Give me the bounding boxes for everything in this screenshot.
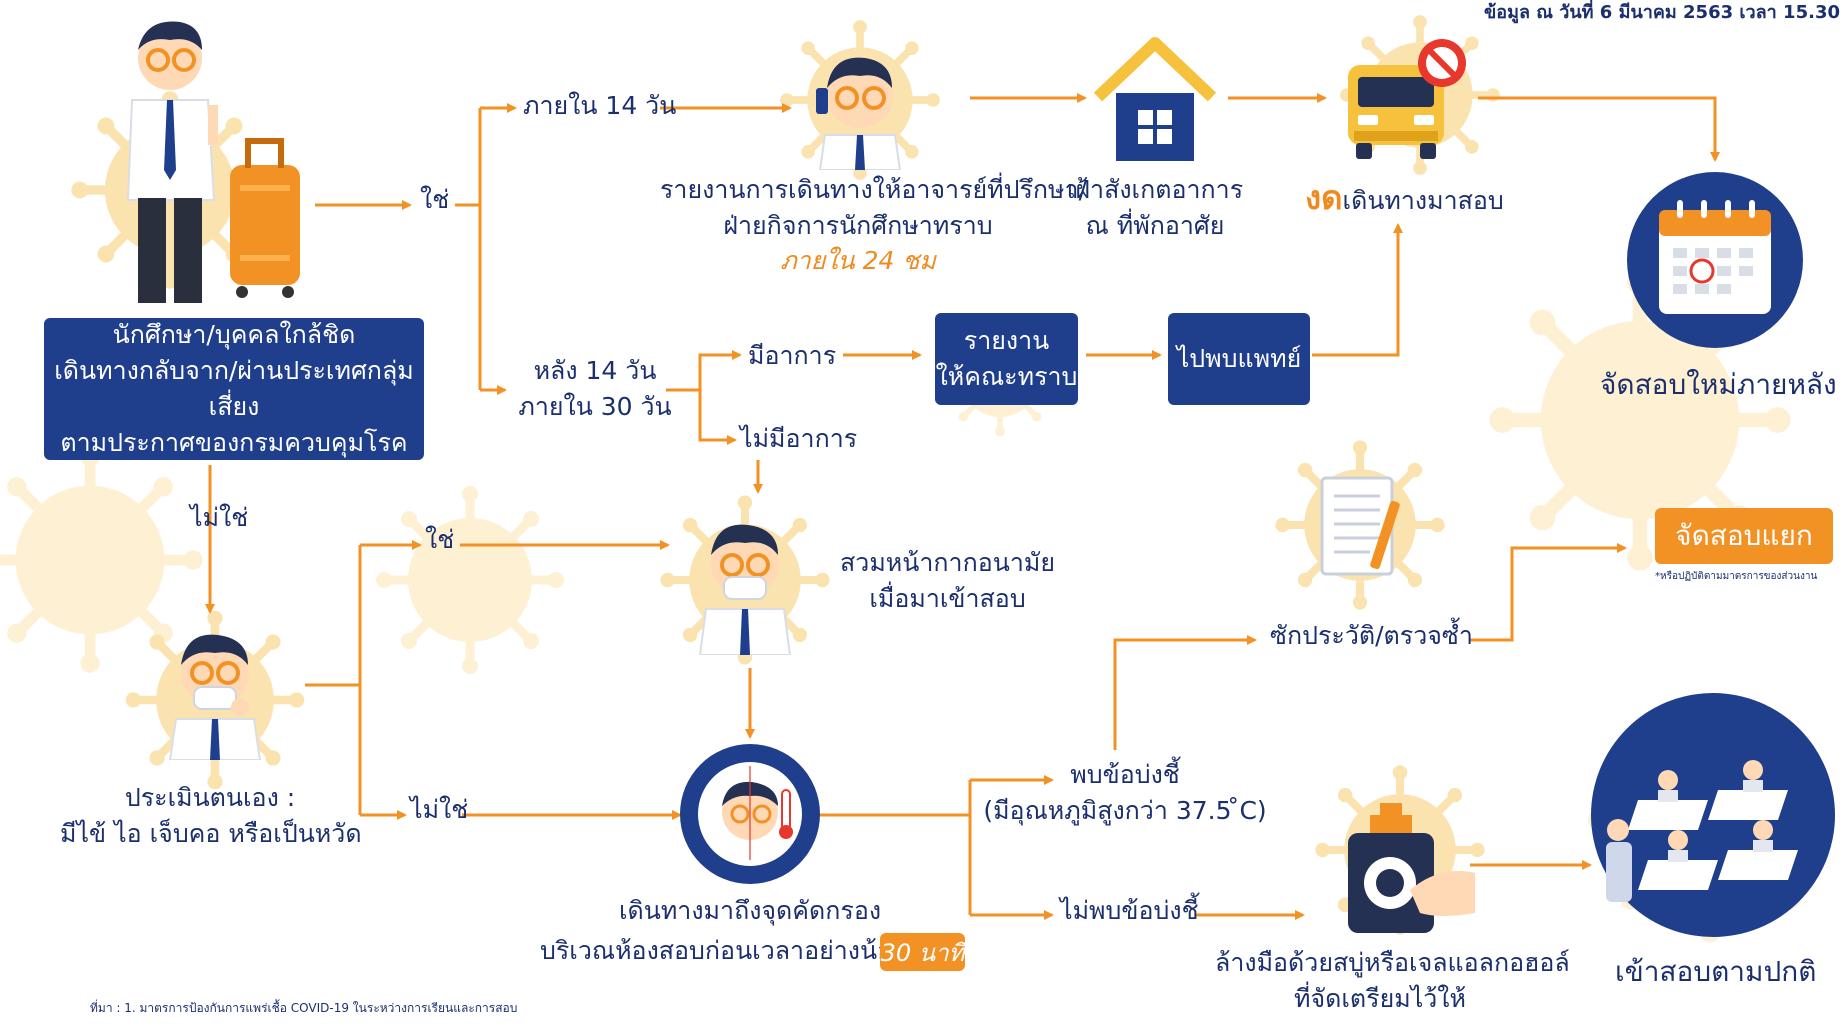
mask-line-2: เมื่อมาเข้าสอบ (869, 583, 1026, 613)
see-doctor-label: ไปพบแพทย์ (1176, 343, 1302, 373)
start-box: นักศึกษา/บุคคลใกล้ชิด เดินทางกลับจาก/ผ่า… (44, 318, 424, 460)
bus-no-entry-icon (1348, 39, 1466, 159)
reschedule-label: จัดสอบใหม่ภายหลัง (1600, 368, 1837, 401)
no-travel-text: งดเดินทางมาสอบ (1305, 175, 1504, 222)
self-assess-line-1: ประเมินตนเอง : (124, 783, 296, 812)
no-travel-rest: เดินทางมาสอบ (1342, 186, 1504, 215)
found-text: พบข้อบ่งชี้ (มีอุณหภูมิสูงกว่า 37.5 ̊C) (975, 757, 1275, 828)
report-faculty-line-2: ให้คณะทราบ (935, 362, 1078, 391)
calendar-icon (1627, 172, 1803, 348)
within-14-days-label: ภายใน 14 วัน (523, 91, 677, 120)
report-advisor-line-2: ฝ่ายกิจการนักศึกษาทราบ (723, 210, 993, 240)
connector-lines (205, 93, 1720, 920)
clipboard-icon (1320, 476, 1400, 576)
report-advisor-text: รายงานการเดินทางให้อาจารย์ที่ปรึกษา/ ฝ่า… (660, 172, 1088, 279)
student-mask-icon (698, 524, 792, 655)
observe-line-2: ณ ที่พักอาศัย (1085, 210, 1225, 240)
report-advisor-line-1: รายงานการเดินทางให้อาจารย์ที่ปรึกษา/ (660, 175, 1088, 204)
start-line-1: นักศึกษา/บุคคลใกล้ชิด (112, 319, 356, 349)
traveler-student-icon (126, 21, 300, 303)
start-line-2: เดินทางกลับจาก/ผ่านประเทศกลุ่มเสี่ยง (54, 355, 414, 421)
see-doctor-box: ไปพบแพทย์ (1168, 313, 1310, 405)
symptoms-label: มีอาการ (748, 341, 837, 370)
hand-sanitizer-icon (1348, 803, 1475, 933)
report-deadline: ภายใน 24 ชม (780, 246, 936, 275)
assess-no-label: ไม่ใช่ (410, 795, 469, 824)
branch-yes-top: ใช่ (420, 185, 450, 214)
not-found-label: ไม่พบข้อบ่งชี้ (1060, 896, 1199, 925)
interview-label: ซักประวัติ/ตรวจซ้ำ (1270, 621, 1473, 650)
found-line-2: (มีอุณหภูมิสูงกว่า 37.5 ̊C) (983, 795, 1267, 825)
wash-line-2: ที่จัดเตรียมไว้ให้ (1294, 983, 1466, 1013)
separate-exam-note: *หรือปฏิบัติตามมาตรการของส่วนงาน (1655, 571, 1818, 582)
no-travel-accent: งด (1305, 178, 1343, 217)
source-note: ข้อมูล ณ วันที่ 6 มีนาคม 2563 เวลา 15.30 (1484, 2, 1840, 23)
screening-text: เดินทางมาถึงจุดคัดกรอง (520, 893, 980, 929)
house-icon (1093, 37, 1217, 161)
observe-text: เฝ้าสังเกตอาการ ณ ที่พักอาศัย (1065, 172, 1245, 243)
self-assess-text: ประเมินตนเอง : มีไข้ ไอ เจ็บคอ หรือเป็นห… (60, 780, 362, 851)
footer-note: ที่มา : 1. มาตรการป้องกันการแพร่เชื้อ CO… (90, 1001, 518, 1015)
report-faculty-box: รายงาน ให้คณะทราบ (935, 313, 1078, 405)
wash-text: ล้างมือด้วยสบู่หรือเจลแอลกอฮอล์ ที่จัดเต… (1215, 945, 1570, 1016)
screening-line-1: เดินทางมาถึงจุดคัดกรอง (618, 896, 882, 925)
after-14-days-text: หลัง 14 วัน ภายใน 30 วัน (515, 353, 675, 424)
found-line-1: พบข้อบ่งชี้ (1070, 760, 1180, 789)
screening-line-2: บริเวณห้องสอบก่อนเวลาอย่างน้อย (540, 936, 907, 965)
self-assess-line-2: มีไข้ ไอ เจ็บคอ หรือเป็นหวัด (60, 818, 362, 848)
report-faculty-line-1: รายงาน (963, 325, 1050, 355)
student-phone-icon (816, 57, 902, 170)
screening-badge: 30 นาที (880, 933, 965, 971)
after-14-line-1: หลัง 14 วัน (533, 356, 657, 385)
normal-exam-label: เข้าสอบตามปกติ (1615, 955, 1817, 988)
exam-room-icon (1591, 693, 1835, 937)
thermometer-scan-icon (680, 744, 820, 884)
mask-line-1: สวมหน้ากากอนามัย (840, 548, 1055, 577)
student-mask-cough-icon (168, 634, 262, 760)
assess-yes-label: ใช่ (425, 525, 455, 554)
wash-line-1: ล้างมือด้วยสบู่หรือเจลแอลกอฮอล์ (1215, 948, 1570, 977)
no-symptoms-label: ไม่มีอาการ (740, 424, 858, 453)
observe-line-1: เฝ้าสังเกตอาการ (1066, 175, 1244, 204)
after-14-line-2: ภายใน 30 วัน (518, 391, 672, 421)
separate-exam-box: จัดสอบแยก (1655, 508, 1833, 564)
branch-no-left: ไม่ใช่ (190, 503, 249, 532)
mask-text: สวมหน้ากากอนามัย เมื่อมาเข้าสอบ (840, 545, 1055, 616)
start-line-3: ตามประกาศของกรมควบคุมโรค (60, 428, 408, 458)
